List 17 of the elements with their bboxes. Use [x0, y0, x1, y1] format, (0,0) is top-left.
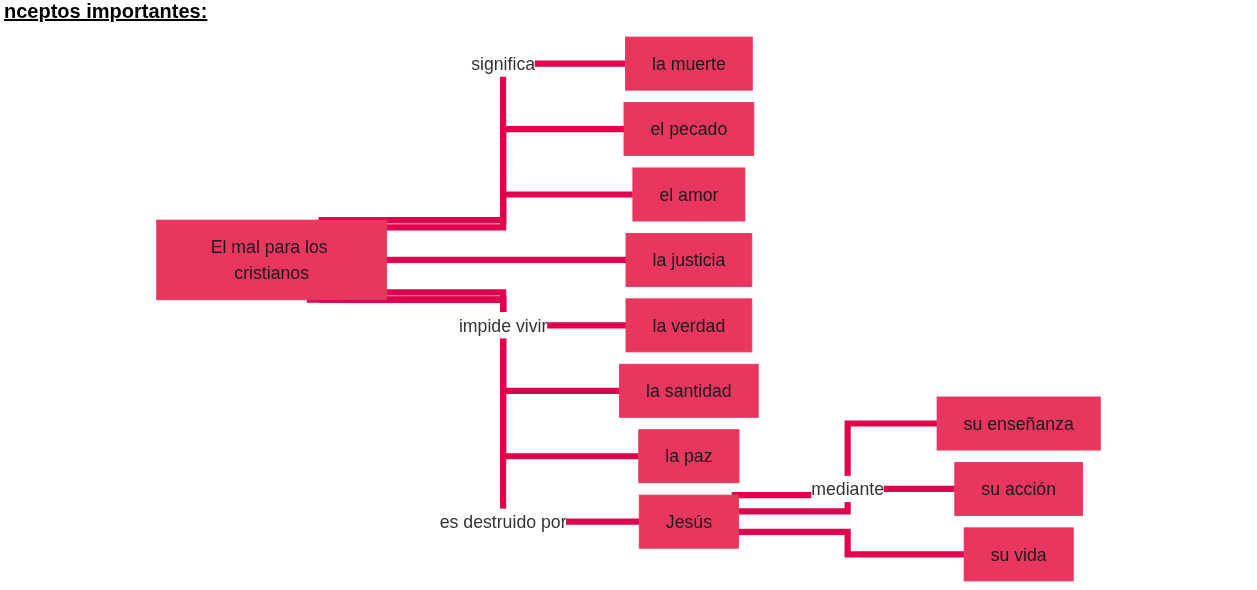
node-box: El mal para los cristianos	[156, 219, 388, 301]
node-box: el amor	[632, 167, 746, 222]
edge-label: significa	[471, 53, 536, 74]
node-box: el pecado	[623, 102, 755, 156]
edge-label: mediante	[811, 479, 885, 499]
node-box: su acción	[954, 462, 1083, 516]
node-box: su vida	[963, 527, 1074, 582]
node-box: la verdad	[625, 298, 753, 353]
edge-label: impide vivir	[458, 315, 548, 336]
node-box: la muerte	[625, 36, 753, 91]
node-box: su enseñanza	[936, 396, 1101, 451]
node-box: la justicia	[625, 232, 753, 287]
node-box: Jesús	[638, 494, 739, 549]
node-box: la santidad	[619, 363, 759, 418]
edge-label: es destruido por	[439, 511, 567, 532]
node-box: la paz	[638, 429, 740, 484]
title: nceptos importantes:	[4, 0, 208, 23]
